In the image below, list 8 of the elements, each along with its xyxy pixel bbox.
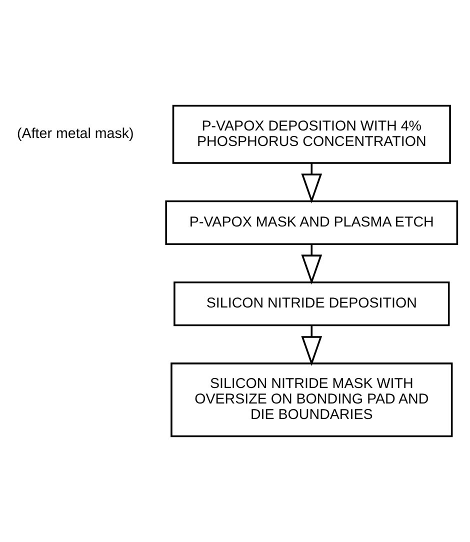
- arrow: [301, 244, 322, 284]
- label: (After metal mask): [17, 126, 134, 142]
- node-box: P-VAPOX MASK AND PLASMA ETCH: [165, 200, 458, 246]
- node-box: SILICON NITRIDE MASK WITH OVERSIZE ON BONDING PAD AND DIE BOUNDARIES: [170, 362, 453, 438]
- arrow: [301, 163, 322, 204]
- node-box: SILICON NITRIDE DEPOSITION: [174, 281, 450, 326]
- node-box: P-VAPOX DEPOSITION WITH 4% PHOSPHORUS CONCENTRATION: [172, 104, 451, 164]
- arrow: [301, 325, 322, 366]
